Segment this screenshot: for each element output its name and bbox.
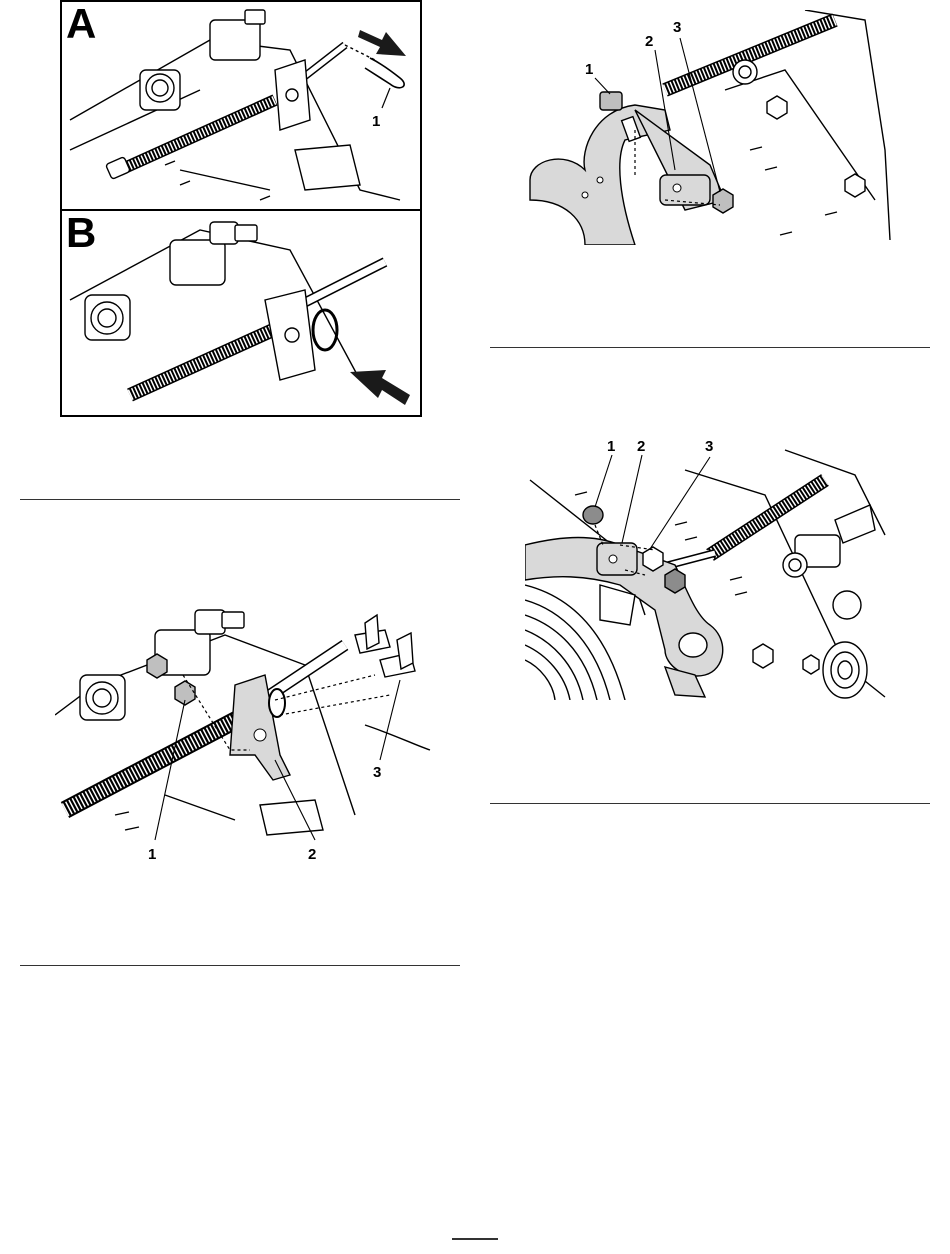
panel-a-label: A xyxy=(66,0,96,47)
figure-4: 1 2 3 xyxy=(525,435,895,700)
figure-2: 1 2 3 xyxy=(525,10,895,245)
page-number-underline xyxy=(452,1238,498,1240)
callout-2: 2 xyxy=(308,846,316,863)
figure-3-illustration: 1 2 3 xyxy=(55,605,435,865)
section-divider-left-2 xyxy=(20,965,460,966)
section-divider-left-1 xyxy=(20,499,460,500)
panel-b-label: B xyxy=(66,209,96,256)
callout-1: 1 xyxy=(372,113,380,130)
callout-2: 2 xyxy=(645,33,653,50)
callout-3: 3 xyxy=(705,438,713,455)
figure-3: 1 2 3 xyxy=(55,605,435,865)
callout-2: 2 xyxy=(637,438,645,455)
figure-1-illustration: A B 1 xyxy=(60,0,422,418)
callout-1: 1 xyxy=(607,438,615,455)
section-divider-right-1 xyxy=(490,347,930,348)
section-divider-right-2 xyxy=(490,803,930,804)
callout-1: 1 xyxy=(585,61,593,78)
callout-1: 1 xyxy=(148,846,156,863)
figure-2-illustration: 1 2 3 xyxy=(525,10,895,245)
callout-3: 3 xyxy=(673,19,681,36)
callout-3: 3 xyxy=(373,764,381,781)
figure-1: A B 1 xyxy=(60,0,422,418)
figure-4-illustration: 1 2 3 xyxy=(525,435,895,700)
